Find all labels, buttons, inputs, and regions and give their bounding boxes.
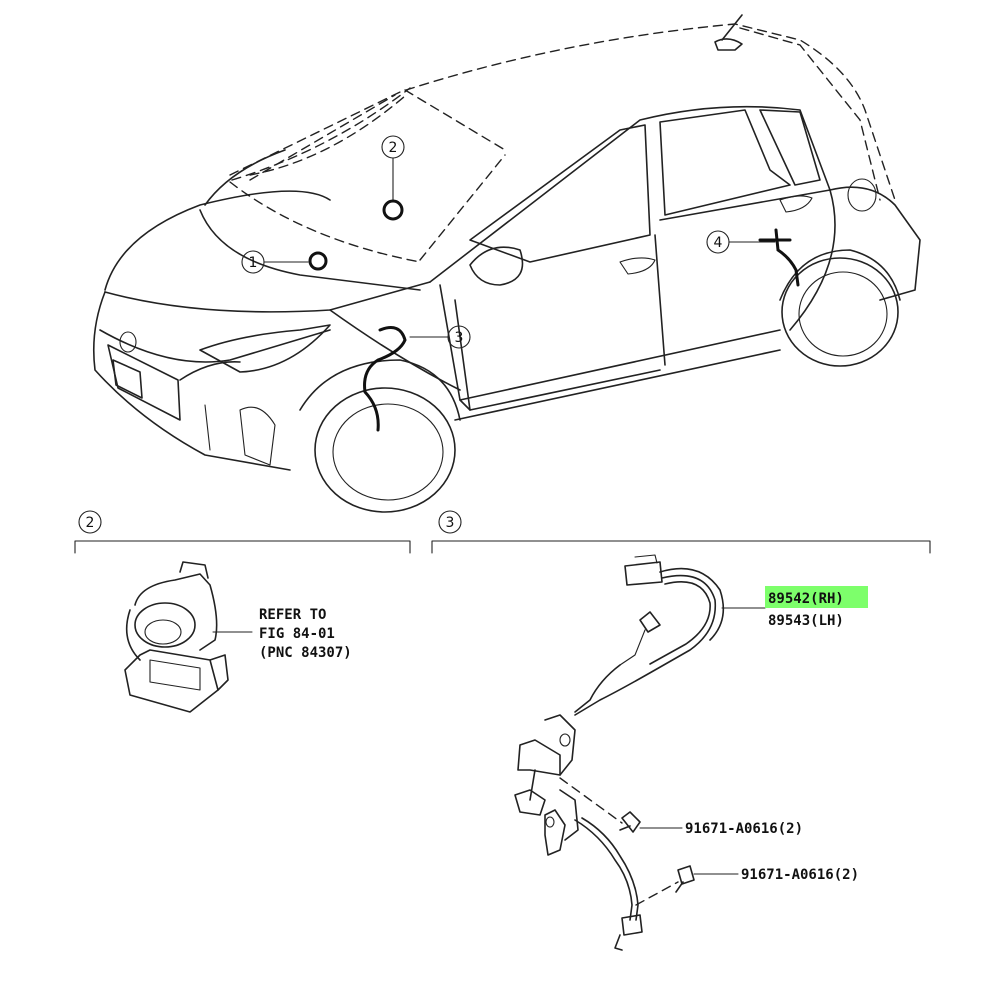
sensor-lh-part-number[interactable]: 89543(LH)	[768, 613, 844, 629]
callout-2-marker	[382, 199, 404, 221]
callout-4-label: 4	[714, 235, 723, 251]
callout-2-label: 2	[389, 140, 398, 156]
spiral-cable-part[interactable]	[124, 561, 229, 713]
callout-1-label: 1	[249, 255, 258, 271]
section-2-bracket	[74, 540, 411, 554]
car-callouts: 1 2 3 4	[241, 135, 800, 432]
refer-note: REFER TO FIG 84-01 (PNC 84307)	[259, 607, 352, 661]
bolt-upper-part-number[interactable]: 91671-A0616(2)	[685, 821, 803, 837]
car-illustration	[92, 14, 921, 513]
refer-note-line-3: (PNC 84307)	[259, 645, 352, 661]
section-2-number: 2	[86, 515, 95, 531]
callout-1-marker	[308, 251, 328, 271]
refer-note-line-1: REFER TO	[259, 607, 326, 623]
speed-sensor-harness[interactable]	[514, 554, 725, 951]
callout-1[interactable]: 1	[241, 250, 328, 274]
bolt-lower-part-number[interactable]: 91671-A0616(2)	[741, 867, 859, 883]
section-3-bracket	[431, 540, 931, 554]
callout-3[interactable]: 3	[363, 325, 471, 432]
bolt-upper[interactable]	[619, 811, 641, 833]
callout-3-label: 3	[455, 330, 464, 346]
sensor-rh-part-number[interactable]: 89542(RH)	[768, 591, 844, 607]
callout-4[interactable]: 4	[706, 228, 800, 287]
section-3-number: 3	[446, 515, 455, 531]
refer-note-line-2: FIG 84-01	[259, 626, 335, 642]
section-3: 3	[431, 510, 931, 951]
section-2: 2 REFER TO FIG 84-01 (PNC 84307)	[74, 510, 411, 713]
sensor-rh-highlight	[765, 586, 868, 608]
bolt-lower[interactable]	[675, 865, 695, 893]
callout-2[interactable]: 2	[381, 135, 405, 221]
